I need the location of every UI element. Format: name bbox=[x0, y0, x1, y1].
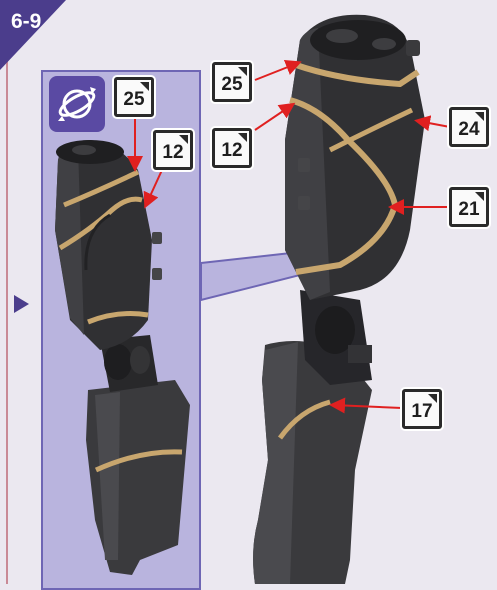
part-tag-main: 17 bbox=[402, 389, 442, 429]
part-tag-main: 12 bbox=[212, 128, 252, 168]
part-tag-detail: 25 bbox=[114, 77, 154, 117]
part-number: 12 bbox=[156, 142, 190, 164]
part-number: 25 bbox=[117, 89, 151, 111]
part-number: 25 bbox=[215, 74, 249, 96]
part-tag-main: 24 bbox=[449, 107, 489, 147]
part-number: 17 bbox=[405, 401, 439, 423]
part-number: 12 bbox=[215, 140, 249, 162]
part-tag-main: 25 bbox=[212, 62, 252, 102]
part-number: 24 bbox=[452, 119, 486, 141]
part-tag-main: 21 bbox=[449, 187, 489, 227]
part-tag-detail: 12 bbox=[153, 130, 193, 170]
part-number: 21 bbox=[452, 199, 486, 221]
